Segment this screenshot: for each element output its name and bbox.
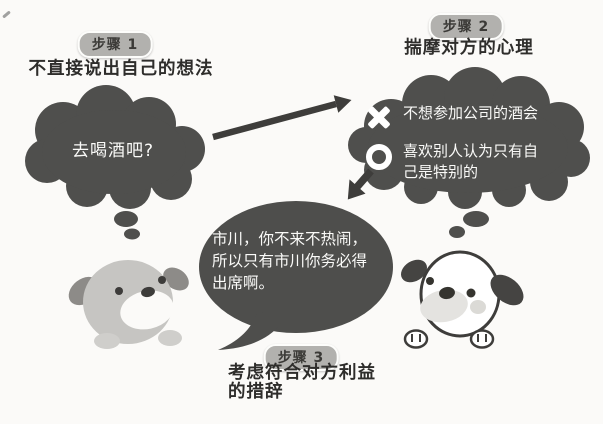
speech-bubble-tail [218, 310, 281, 350]
right-dog-blush [470, 300, 486, 314]
cross-icon [366, 104, 392, 130]
left-dog-ear-right [163, 267, 189, 291]
speech-bubble-text: 市川，你不来不热闹， 所以只有市川你务必得 出席啊。 [212, 230, 368, 292]
left-dog-eye-left [115, 287, 123, 295]
right-thought-item-1-text: 不想参加公司的酒会 [403, 104, 539, 122]
speech-bubble-shape [199, 201, 393, 350]
flow-arrow-step1-to-step2 [212, 95, 352, 141]
step1-badge: 步骤 1 [77, 31, 153, 58]
step3-badge: 步骤 3 [263, 344, 339, 371]
right-dog [400, 250, 524, 349]
left-dog-paw-right [158, 330, 182, 346]
right-thought-cloud [348, 67, 590, 238]
right-cloud-trail-bubble-2 [449, 226, 465, 238]
step2-badge-label: 步骤 2 [442, 19, 490, 35]
left-dog-muzzle [120, 290, 174, 330]
right-dog-paw-left [403, 329, 429, 349]
left-dog-paw-left [94, 333, 120, 349]
left-cloud-trail-bubble-2 [124, 228, 140, 240]
right-dog-nose [439, 286, 455, 300]
step3-description: 考虑符合对方利益 的措辞 [228, 363, 376, 402]
step2-badge: 步骤 2 [428, 13, 504, 40]
right-dog-eye-left [426, 277, 434, 285]
right-dog-ear-right [490, 274, 524, 306]
right-dog-ear-left [400, 259, 428, 283]
right-dog-muzzle [420, 289, 468, 323]
right-thought-item-2-text: 喜欢别人认为只有自 己是特别的 [403, 142, 539, 181]
right-thought-item-2: 喜欢别人认为只有自 己是特别的 [366, 141, 538, 183]
left-thought-text: 去喝酒吧? [71, 141, 155, 161]
right-thought-item-1: 不想参加公司的酒会 [366, 103, 538, 130]
left-dog-nose [141, 286, 155, 298]
step3-badge-label: 步骤 3 [277, 350, 325, 366]
step2-description: 揣摩对方的心理 [404, 38, 534, 58]
right-dog-eye-right [466, 288, 476, 298]
left-dog-eye-right [158, 276, 166, 284]
left-thought-cloud [25, 85, 205, 240]
step1-badge-label: 步骤 1 [91, 37, 139, 53]
left-dog [68, 260, 189, 349]
right-dog-paw-right [469, 329, 495, 349]
circle-icon [366, 144, 392, 170]
right-cloud-trail-bubble-1 [463, 211, 489, 227]
flow-arrow-step2-to-step3 [347, 168, 374, 200]
left-cloud-trail-bubble-1 [114, 211, 138, 227]
step1-description: 不直接说出自己的想法 [28, 59, 214, 79]
